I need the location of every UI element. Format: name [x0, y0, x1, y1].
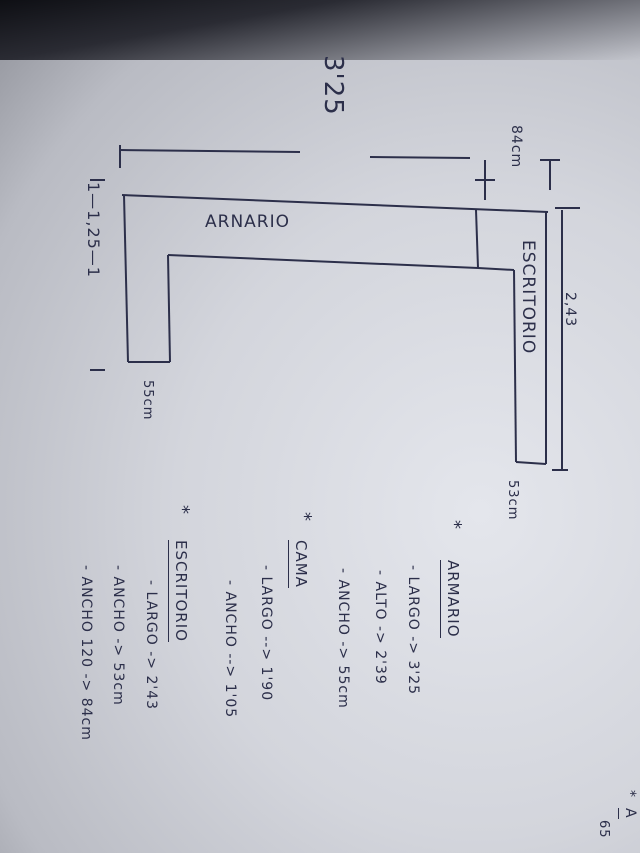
top-left-line: [119, 149, 301, 153]
desk-label: ESCRITORIO: [518, 240, 538, 355]
desk-bottom: [515, 461, 547, 465]
desk-depth-label: 53cm: [505, 480, 520, 521]
wardrobe-inner-left: [167, 254, 171, 363]
wardrobe-inner-top: [167, 254, 479, 269]
wardrobe-outer-top: [121, 194, 549, 213]
desk-inner-top: [475, 209, 479, 269]
note-item: - ANCHO 120 -> 84cm: [78, 565, 94, 741]
note-item: - LARGO -> 2'43: [143, 580, 159, 711]
section-title-armario: ARMARIO: [440, 560, 462, 638]
section-title-cama: CAMA: [288, 540, 310, 588]
note-item: - ALTO -> 2'39: [372, 570, 388, 685]
note-item: - ANCHO --> 1'05: [222, 580, 238, 719]
bottom-length-label: 1—1,25—1: [84, 182, 103, 278]
note-item: - LARGO -> 3'25: [405, 565, 421, 696]
note-item: - ANCHO -> 53cm: [110, 565, 126, 706]
screen-bezel-shadow: [0, 0, 640, 60]
total-length-label: 3'25: [318, 55, 348, 116]
desk-depth-top-label: 84cm: [508, 125, 524, 169]
desk-length-label: 2,43: [562, 292, 578, 328]
cut-off-value: 65: [596, 820, 611, 839]
desk-inner-left: [477, 267, 515, 271]
wardrobe-left: [123, 194, 129, 363]
note-item: - ANCHO -> 55cm: [335, 568, 351, 709]
note-item: - LARGO --> 1'90: [258, 565, 274, 702]
star-icon: *: [294, 512, 315, 522]
star-icon: *: [622, 790, 638, 798]
star-icon: *: [444, 520, 465, 530]
wardrobe-depth-label: 55cm: [140, 380, 155, 421]
star-icon: *: [172, 505, 193, 515]
wardrobe-label: ARNARIO: [205, 212, 290, 232]
desk-inner-side: [513, 269, 517, 463]
section-title-escritorio: ESCRITORIO: [168, 540, 190, 642]
top-right-line: [369, 156, 471, 159]
cut-off-title: A: [618, 808, 638, 819]
